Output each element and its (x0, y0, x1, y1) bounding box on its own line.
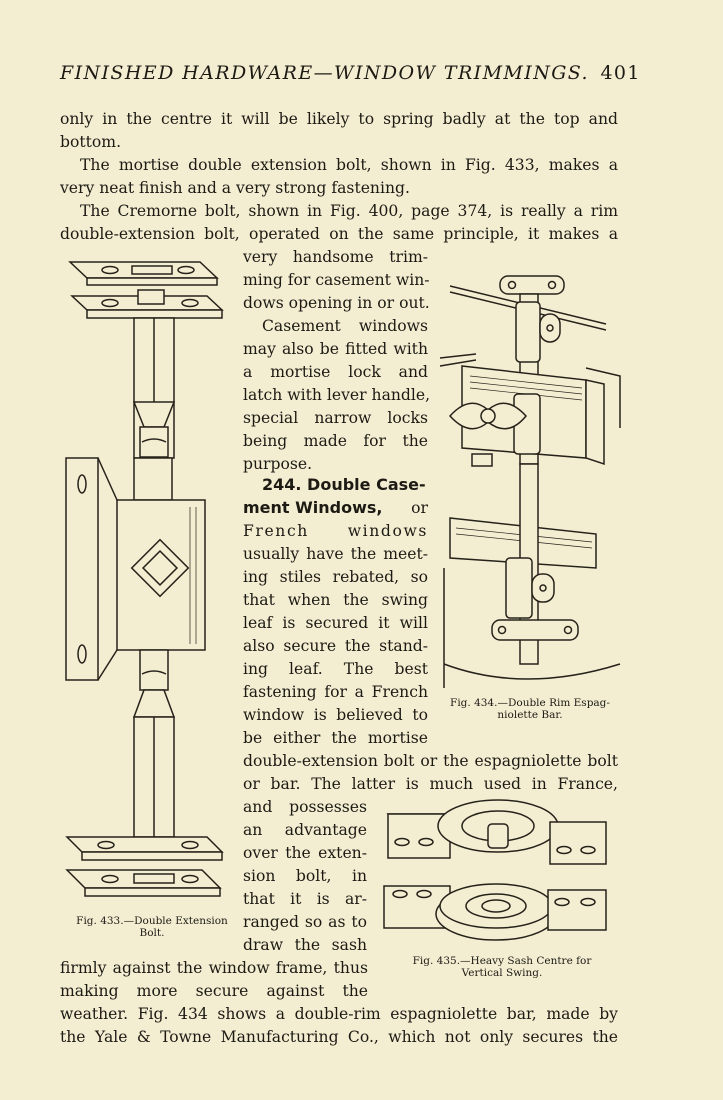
page-number: 401 (600, 62, 641, 84)
text-line: ming for casement win- (243, 271, 430, 289)
text-line: ing stiles rebated, so (243, 568, 428, 586)
text-line: or bar. The latter is much used in Franc… (243, 775, 618, 793)
text-line: French windows (243, 522, 428, 540)
text-line: firmly against the window frame, thus (60, 959, 368, 977)
text-line: very handsome trim- (243, 248, 428, 266)
text-line: that it is ar- (243, 890, 367, 908)
text-line: sion bolt, in (243, 867, 367, 885)
caption-line: Fig. 435.—Heavy Sash Centre for (412, 955, 592, 967)
text-line: purpose. (243, 455, 313, 473)
text-line: making more secure against the (60, 982, 368, 1000)
text-line: being made for the (243, 432, 428, 450)
text-line: usually have the meet- (243, 545, 428, 563)
text-word: or (411, 499, 428, 517)
text-line: also secure the stand- (243, 637, 428, 655)
text-line: a mortise lock and (243, 363, 428, 381)
text-line: bottom. (60, 133, 122, 151)
section-heading: 244. Double Case- (262, 475, 426, 494)
header-title: FINISHED HARDWARE—WINDOW TRIMMINGS. (60, 62, 589, 84)
section-heading-cont: ment Windows, (243, 498, 383, 517)
text-line: be either the mortise (243, 729, 428, 747)
text-line: and possesses (243, 798, 367, 816)
text-line: very neat finish and a very strong faste… (60, 179, 410, 197)
fig-434-illustration (436, 268, 624, 690)
running-header: FINISHED HARDWARE—WINDOW TRIMMINGS. 401 (60, 62, 639, 84)
text-line: that when the swing (243, 591, 428, 609)
text-line: the Yale & Towne Manufacturing Co., whic… (60, 1028, 618, 1046)
fig-433-illustration (62, 252, 237, 914)
text-line: double-extension bolt or the espagniolet… (243, 752, 618, 770)
caption-line: Fig. 433.—Double Extension (76, 915, 228, 927)
text-line: The Cremorne bolt, shown in Fig. 400, pa… (80, 202, 618, 220)
text-line: The mortise double extension bolt, shown… (80, 156, 618, 174)
text-line: over the exten- (243, 844, 367, 862)
caption-line: Vertical Swing. (461, 967, 543, 979)
section-heading-line: ment Windows, or (243, 497, 428, 520)
text-line: leaf is secured it will (243, 614, 428, 632)
text-line: ranged so as to (243, 913, 367, 931)
text-line: window is believed to (243, 706, 428, 724)
text-line: latch with lever handle, (243, 386, 431, 404)
text-line: double-extension bolt, operated on the s… (60, 225, 618, 243)
caption-line: niolette Bar. (497, 709, 563, 721)
text-line: special narrow locks (243, 409, 428, 427)
fig-434-caption: Fig. 434.—Double Rim Espag- niolette Bar… (436, 697, 624, 721)
caption-line: Fig. 434.—Double Rim Espag- (450, 697, 610, 709)
fig-433-caption: Fig. 433.—Double Extension Bolt. (64, 915, 240, 939)
text-line: Casement windows (262, 317, 428, 335)
text-line: draw the sash (243, 936, 367, 954)
text-line: weather. Fig. 434 shows a double-rim esp… (60, 1005, 618, 1023)
text-line: only in the centre it will be likely to … (60, 110, 618, 128)
fig-435-illustration (380, 790, 616, 950)
text-line: ing leaf. The best (243, 660, 428, 678)
fig-435-caption: Fig. 435.—Heavy Sash Centre for Vertical… (384, 955, 620, 979)
text-line: may also be fitted with (243, 340, 428, 358)
text-line: an advantage (243, 821, 367, 839)
text-line: dows opening in or out. (243, 294, 430, 312)
caption-line: Bolt. (139, 927, 165, 939)
text-line: fastening for a French (243, 683, 428, 701)
